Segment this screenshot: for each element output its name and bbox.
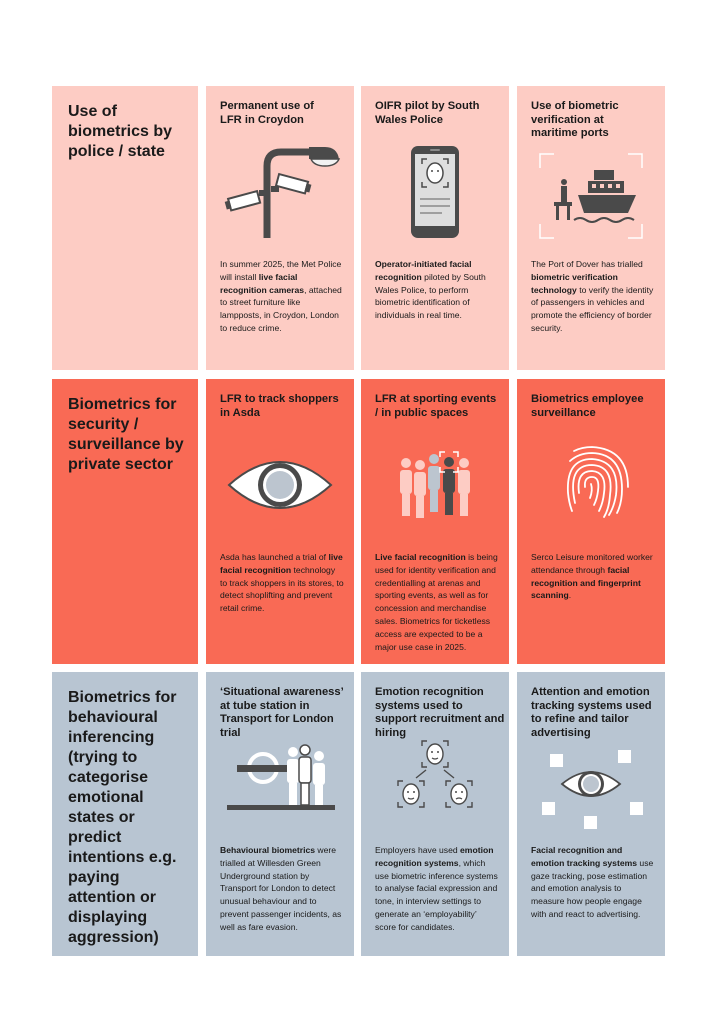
card-title: Emotion recognition systems used to supp… — [375, 686, 505, 739]
card-asda-lfr: LFR to track shoppers in Asda Asda has l… — [206, 379, 354, 664]
card-maritime-ports: Use of biometric verification at maritim… — [517, 86, 665, 370]
card-body: The Port of Dover has trialled biometric… — [531, 259, 654, 333]
card-advertising-tracking: Attention and emotion tracking systems u… — [517, 672, 665, 956]
card-tfl-trial: ‘Situational awareness’ at tube station … — [206, 672, 354, 956]
card-body: Facial recognition and emotion tracking … — [531, 845, 654, 919]
card-body: Behavioural biometrics were trialled at … — [220, 845, 342, 932]
card-title: Attention and emotion tracking systems u… — [531, 686, 652, 739]
card-sporting-events: LFR at sporting events / in public space… — [361, 379, 509, 664]
emotion-faces-scan-icon — [361, 736, 509, 826]
row-title-police: Use of biometrics by police / state — [52, 86, 198, 370]
card-body: Operator-initiated facial recognition pi… — [375, 259, 486, 321]
card-oifr-pilot: OIFR pilot by South Wales Police Operato… — [361, 86, 509, 370]
card-title: LFR at sporting events / in public space… — [375, 393, 497, 419]
fingerprint-icon — [517, 441, 665, 527]
card-title: LFR to track shoppers in Asda — [220, 393, 339, 419]
card-employee-surveillance: Biometrics employee surveillance Serco L… — [517, 379, 665, 664]
crowd-scan-icon — [361, 443, 509, 523]
card-title: ‘Situational awareness’ at tube station … — [220, 686, 344, 739]
card-body: In summer 2025, the Met Police will inst… — [220, 259, 342, 333]
row-title-text: Use of biometrics by police / state — [68, 103, 173, 160]
card-emotion-recruitment: Emotion recognition systems used to supp… — [361, 672, 509, 956]
row-title-text: Biometrics for behavioural inferencing (… — [68, 689, 177, 946]
eye-adverts-icon — [517, 748, 665, 834]
card-title: Use of biometric verification at maritim… — [531, 100, 619, 139]
card-croydon-lfr: Permanent use of LFR in Croydon In summe… — [206, 86, 354, 370]
card-body: Serco Leisure monitored worker attendanc… — [531, 552, 653, 601]
card-title: Biometrics employee surveillance — [531, 393, 644, 419]
row-title-text: Biometrics for security / surveillance b… — [68, 396, 184, 473]
card-body: Live facial recognition is being used fo… — [375, 552, 498, 652]
card-body: Asda has launched a trial of live facial… — [220, 552, 344, 614]
card-body: Employers have used emotion recognition … — [375, 845, 498, 932]
tube-station-people-icon — [206, 742, 354, 814]
ferry-port-scan-icon — [517, 148, 665, 244]
row-title-behavioural: Biometrics for behavioural inferencing (… — [52, 672, 198, 956]
card-title: Permanent use of LFR in Croydon — [220, 100, 314, 126]
smartphone-face-scan-icon — [361, 144, 509, 244]
row-title-private-sector: Biometrics for security / surveillance b… — [52, 379, 198, 664]
street-lamp-cctv-icon — [206, 142, 354, 242]
eye-icon — [206, 447, 354, 527]
card-title: OIFR pilot by South Wales Police — [375, 100, 480, 126]
